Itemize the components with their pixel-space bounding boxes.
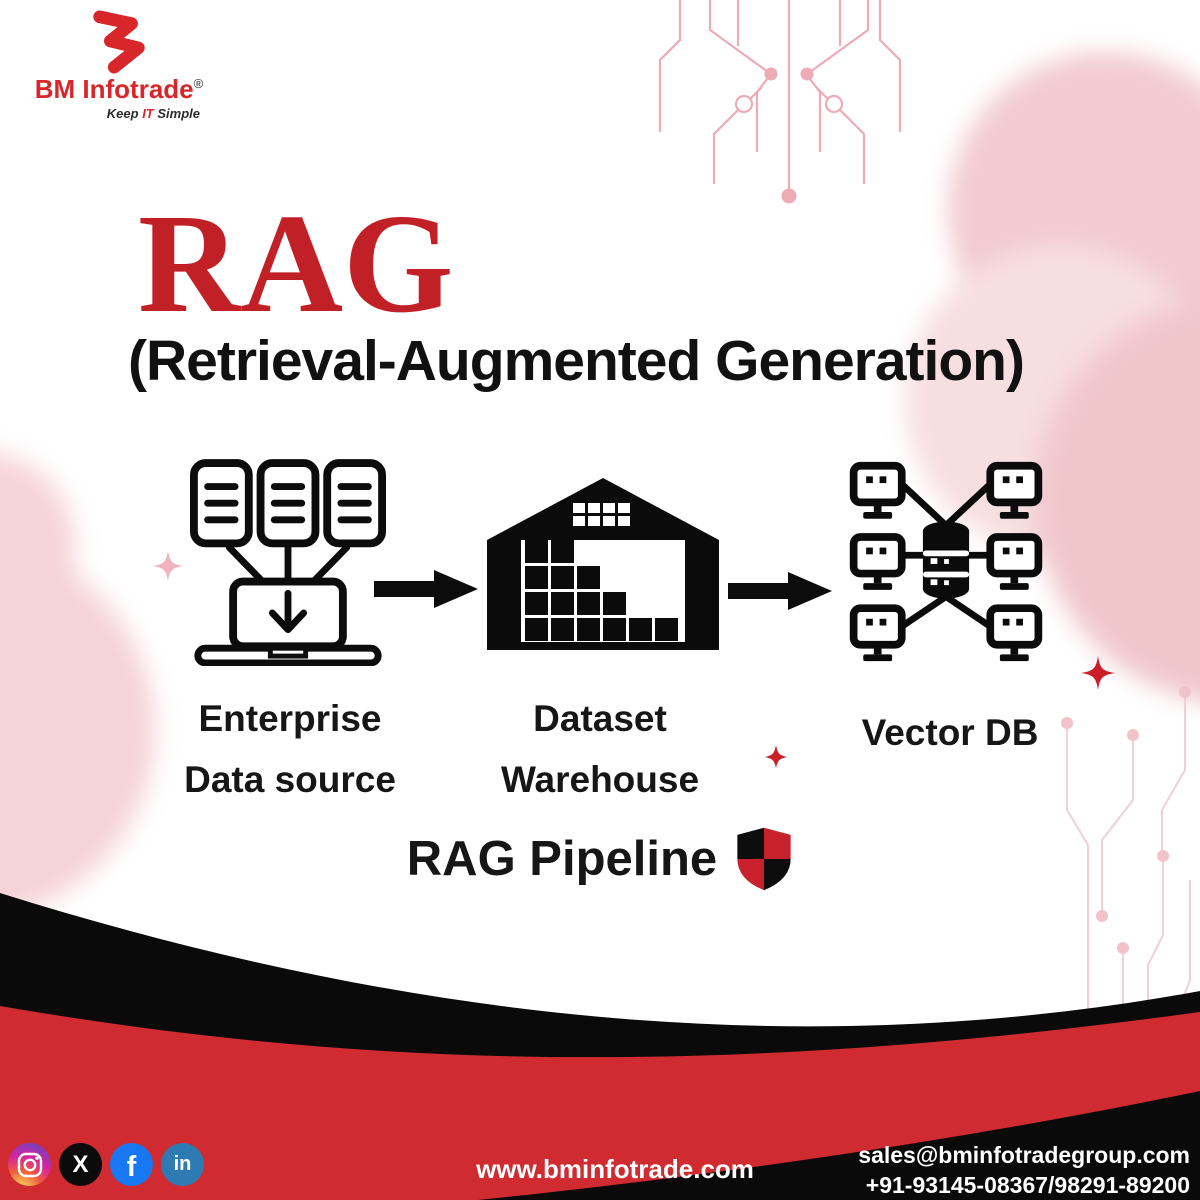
page-title: RAG xyxy=(138,184,454,342)
node-label-warehouse: Dataset Warehouse xyxy=(450,688,750,810)
node-label-line: Warehouse xyxy=(500,759,700,800)
brand-name: BM Infotrade® xyxy=(24,74,214,105)
circuit-pattern-bottom-icon xyxy=(1061,686,1191,1010)
dataset-warehouse-icon xyxy=(487,478,719,650)
tagline-post: Simple xyxy=(153,106,200,121)
social-icons-row: X f in xyxy=(8,1143,204,1186)
facebook-icon[interactable]: f xyxy=(110,1143,153,1186)
enterprise-data-source-icon xyxy=(190,459,386,666)
node-label-line: Dataset xyxy=(533,698,667,739)
pipeline-caption: RAG Pipeline xyxy=(406,832,718,886)
x-twitter-icon[interactable]: X xyxy=(59,1143,102,1186)
brand-logo: BM Infotrade® Keep IT Simple xyxy=(24,10,214,121)
facebook-glyph: f xyxy=(126,1151,137,1183)
linkedin-icon[interactable]: in xyxy=(161,1143,204,1186)
contact-phone: +91-93145-08367/98291-89200 xyxy=(865,1172,1190,1198)
brand-name-rest: Infotrade xyxy=(75,74,194,104)
tagline-pre: Keep xyxy=(106,106,143,121)
circuit-pattern-top-icon xyxy=(658,0,902,204)
node-label-line: Enterprise xyxy=(198,698,382,739)
pipeline-caption-row: RAG Pipeline xyxy=(0,826,1200,892)
node-label-line: Vector DB xyxy=(861,712,1039,753)
node-label-enterprise: Enterprise Data source xyxy=(140,688,440,810)
tagline-it: IT xyxy=(142,106,154,121)
node-label-vectordb: Vector DB xyxy=(800,702,1100,763)
website-url[interactable]: www.bminfotrade.com xyxy=(476,1154,754,1184)
brand-logo-mark-icon xyxy=(93,10,145,74)
flow-arrow-icon xyxy=(728,572,832,610)
brand-name-bm: BM xyxy=(34,74,76,104)
registered-mark: ® xyxy=(193,76,204,91)
brand-tagline: Keep IT Simple xyxy=(24,106,214,121)
contact-block: sales@bminfotradegroup.com +91-93145-083… xyxy=(858,1140,1190,1200)
red-wave xyxy=(0,1006,1200,1200)
instagram-camera-glyph xyxy=(17,1152,42,1177)
linkedin-glyph: in xyxy=(173,1153,192,1175)
x-glyph: X xyxy=(72,1150,89,1178)
instagram-icon[interactable] xyxy=(8,1143,51,1186)
page-subtitle: (Retrieval-Augmented Generation) xyxy=(128,329,1025,393)
contact-email: sales@bminfotradegroup.com xyxy=(858,1142,1190,1168)
shield-icon xyxy=(737,827,791,891)
node-label-line: Data source xyxy=(184,759,396,800)
vector-db-icon xyxy=(849,461,1043,662)
flow-arrow-icon xyxy=(374,570,478,608)
